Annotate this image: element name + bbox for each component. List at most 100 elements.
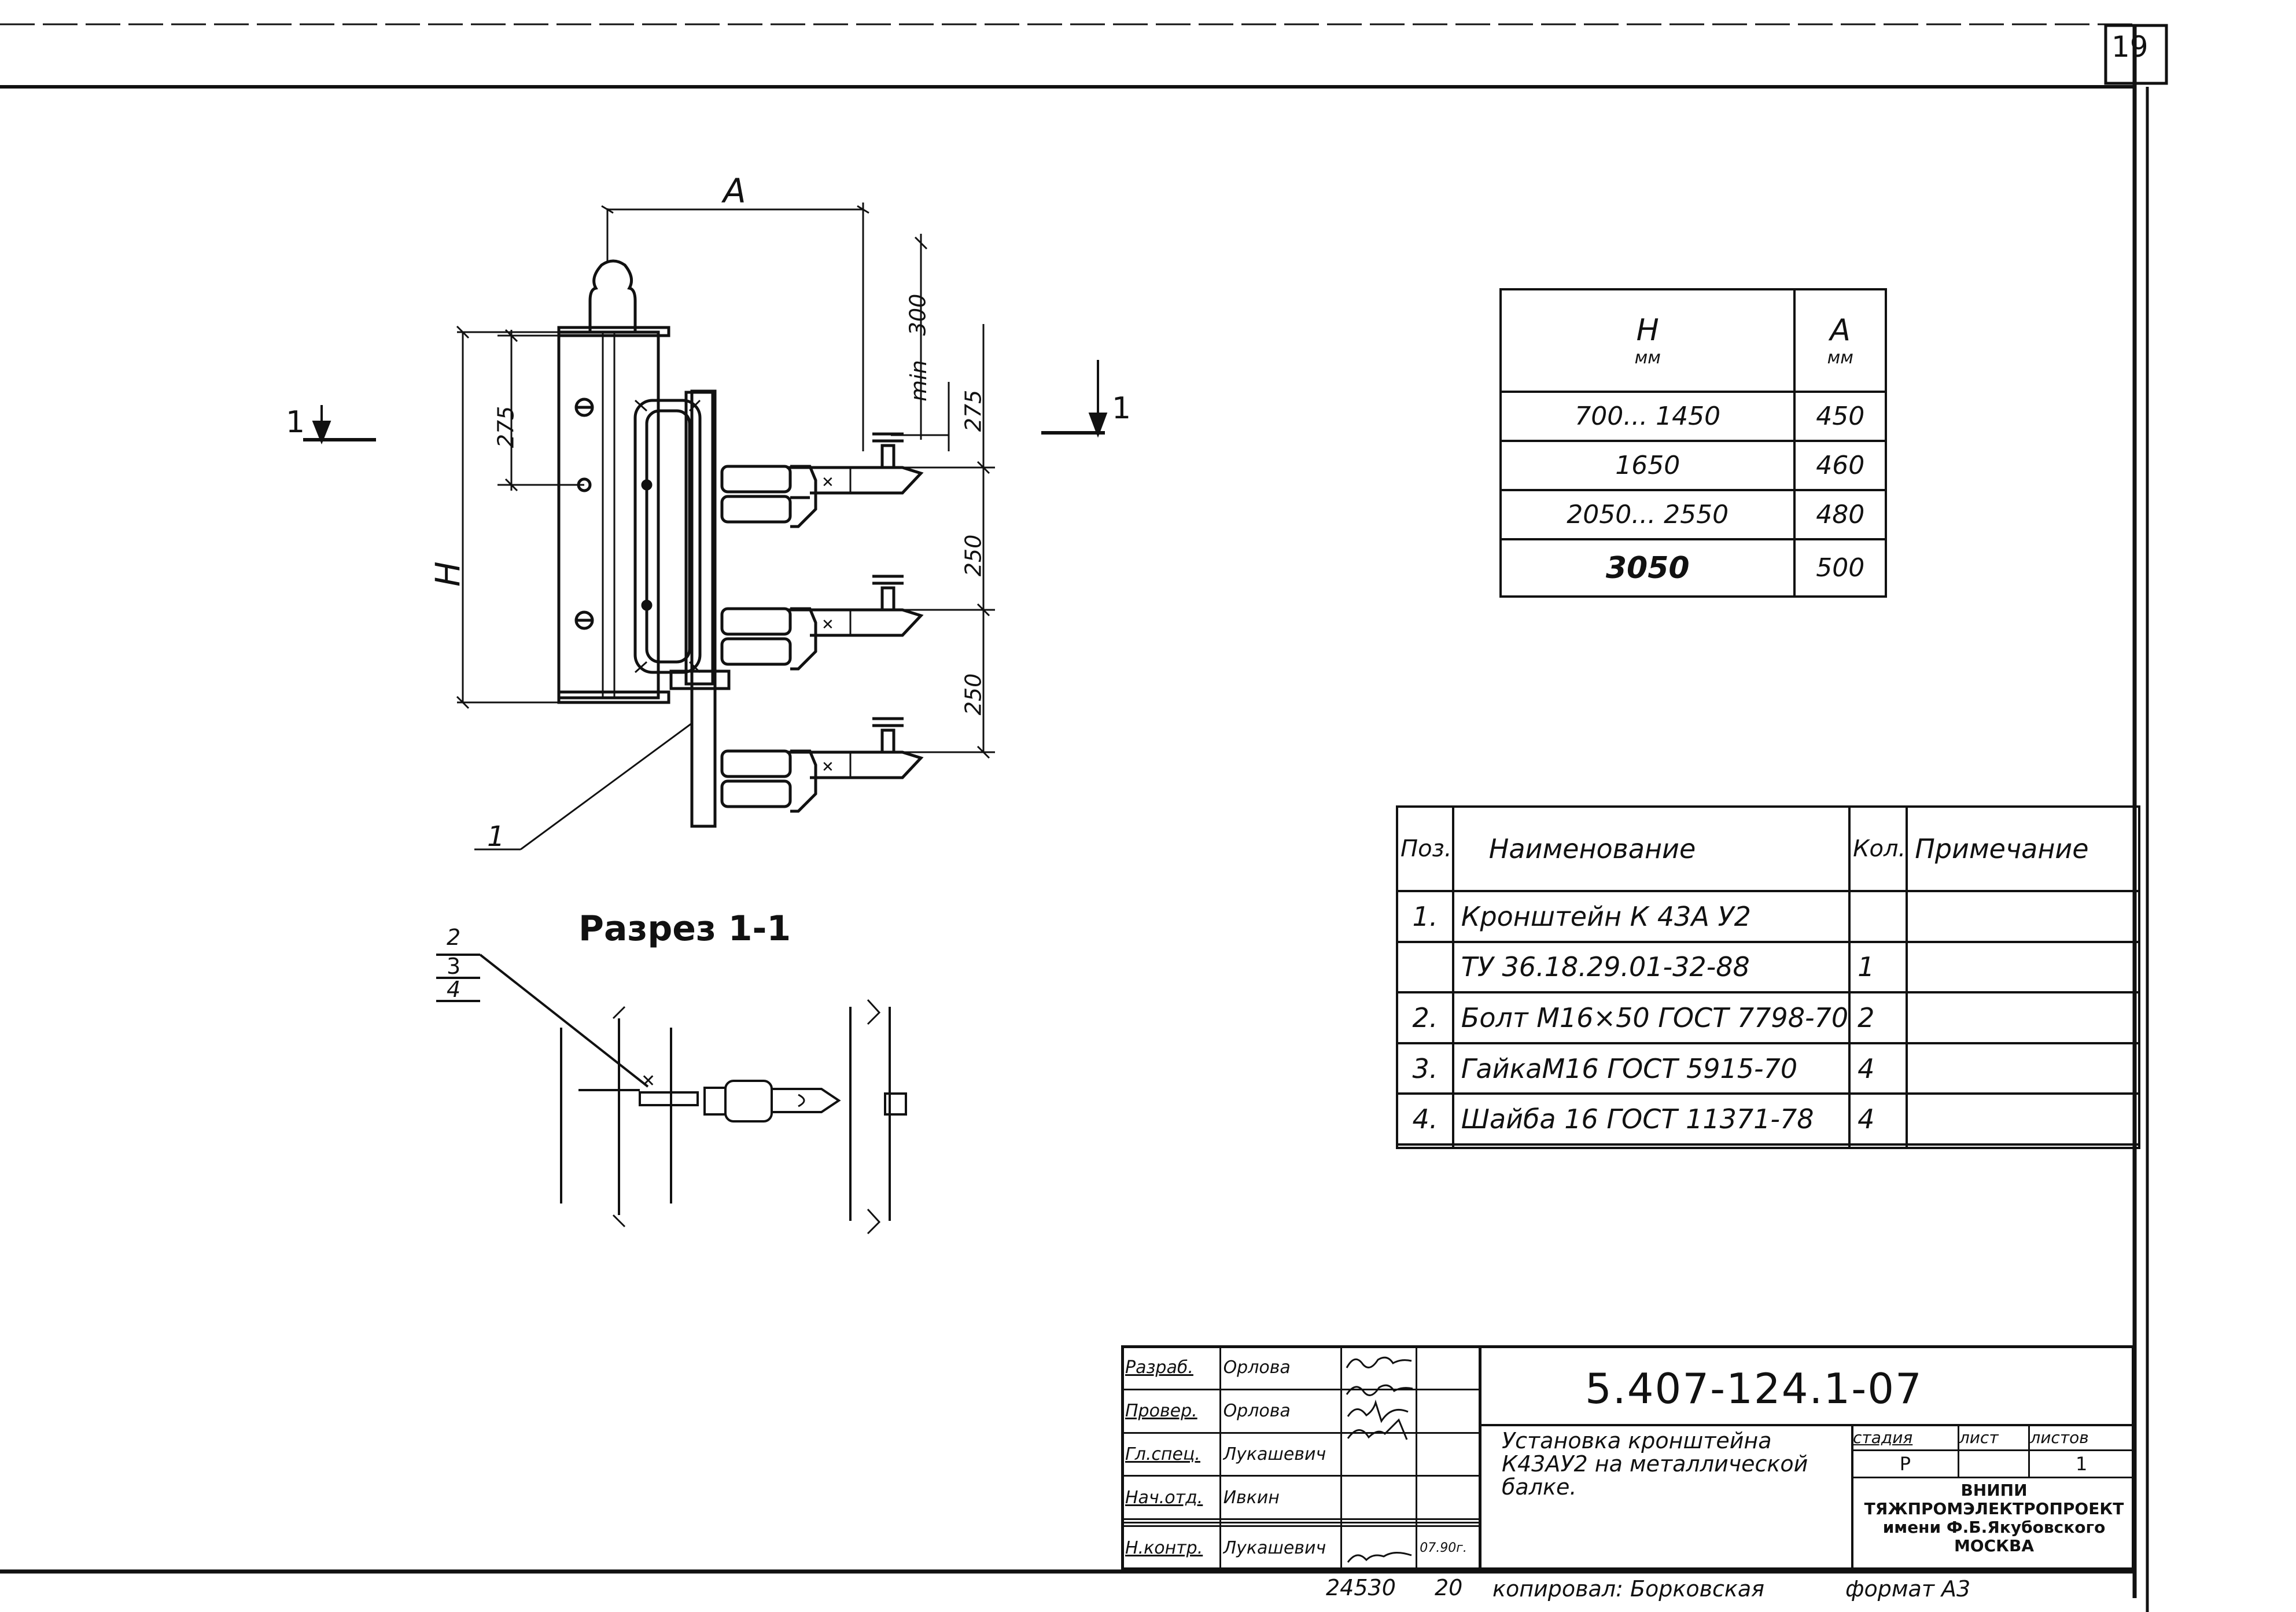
spec-name: ГайкаМ16 ГОСТ 5915-70 xyxy=(1451,1041,1851,1095)
spec-pos xyxy=(1396,940,1454,994)
signer-role: Н.контр. xyxy=(1121,1525,1221,1570)
spec-qty xyxy=(1848,890,1908,943)
ha-cell: 500 xyxy=(1793,538,1887,598)
spec-qty xyxy=(1848,1143,1908,1150)
spec-header-qty: Кол. xyxy=(1848,805,1908,892)
spec-name: Шайба 16 ГОСТ 11371-78 xyxy=(1451,1092,1851,1146)
signer-date xyxy=(1416,1475,1481,1521)
spec-pos: 2. xyxy=(1396,991,1454,1044)
sheet-format: формат А3 xyxy=(1845,1576,1971,1602)
section-mark-right: 1 xyxy=(1112,391,1132,426)
spec-pos xyxy=(1396,1143,1454,1150)
ha-cell: 2050... 2550 xyxy=(1499,489,1796,541)
signer-name: Орлова xyxy=(1219,1345,1343,1390)
ha-cell: 3050 xyxy=(1499,538,1796,598)
spec-note xyxy=(1906,890,2140,943)
sheets-label: листов xyxy=(2028,1424,2135,1451)
signer-name xyxy=(1219,1522,1343,1528)
leader-label-1: 1 xyxy=(487,820,505,853)
spec-pos: 4. xyxy=(1396,1092,1454,1146)
dimension-300-label: 300 xyxy=(905,293,931,336)
title-block-hline xyxy=(1479,1424,2135,1426)
stage-label: стадия xyxy=(1851,1424,1959,1451)
spec-pos: 3. xyxy=(1396,1041,1454,1095)
signatures-table: Разраб.Орлова Провер.Орлова Гл.спец.Лука… xyxy=(1121,1345,1481,1570)
dimension-h-label: Н xyxy=(427,561,467,587)
signer-name: Орлова xyxy=(1219,1388,1343,1434)
spec-note xyxy=(1906,1092,2140,1146)
ha-cell: 1650 xyxy=(1499,440,1796,492)
spec-qty: 2 xyxy=(1848,991,1908,1044)
signature xyxy=(1340,1525,1418,1570)
svg-text:✕: ✕ xyxy=(641,1071,655,1091)
section-view: ✕ xyxy=(436,954,907,1235)
spec-note xyxy=(1906,1143,2140,1150)
section-title: Разрез 1-1 xyxy=(578,908,791,949)
spec-name: ТУ 36.18.29.01-32-88 xyxy=(1451,940,1851,994)
organization: ВНИПИ ТЯЖПРОМЭЛЕКТРОПРОЕКТ имени Ф.Б.Яку… xyxy=(1864,1481,2124,1555)
main-view: ✕ ✕ ✕ xyxy=(557,259,924,828)
section-label-4: 4 xyxy=(447,977,461,1002)
spec-pos: 1. xyxy=(1396,890,1454,943)
svg-text:✕: ✕ xyxy=(821,474,834,491)
signer-role: Нач.отд. xyxy=(1121,1475,1221,1521)
signer-role xyxy=(1121,1518,1221,1524)
ha-cell: 700... 1450 xyxy=(1499,390,1796,443)
dimension-min-label: min xyxy=(905,360,931,402)
inventory-number: 24530 xyxy=(1326,1575,1396,1600)
spec-name: Болт М16×50 ГОСТ 7798-70 xyxy=(1451,991,1851,1044)
signature xyxy=(1340,1518,1418,1524)
ha-cell: 450 xyxy=(1793,390,1887,443)
dimension-275-right-label: 275 xyxy=(960,389,986,432)
signer-name: Лукашевич xyxy=(1219,1431,1343,1477)
section-label-2: 2 xyxy=(447,925,461,950)
signature xyxy=(1340,1522,1418,1528)
signature xyxy=(1340,1345,1418,1390)
spec-note xyxy=(1906,1041,2140,1095)
spec-name: Кронштейн К 43А У2 xyxy=(1451,890,1851,943)
title-block-vline xyxy=(1851,1424,1853,1570)
signer-date xyxy=(1416,1388,1481,1434)
footer-number: 20 xyxy=(1435,1575,1463,1600)
spec-qty: 4 xyxy=(1848,1041,1908,1095)
signer-role xyxy=(1121,1522,1221,1528)
signer-name: Ивкин xyxy=(1219,1475,1343,1521)
signer-date xyxy=(1416,1345,1481,1390)
spec-header-name: Наименование xyxy=(1451,805,1851,892)
dimension-250-top-label: 250 xyxy=(960,534,986,577)
section-label-3: 3 xyxy=(447,954,461,979)
spec-name xyxy=(1451,1143,1851,1150)
svg-text:✕: ✕ xyxy=(821,759,834,776)
signer-date: 07.90г. xyxy=(1416,1525,1481,1570)
ha-cell: 460 xyxy=(1793,440,1887,492)
dimension-250-bottom-label: 250 xyxy=(960,673,986,716)
sheets-value: 1 xyxy=(2028,1449,2135,1478)
signature xyxy=(1340,1431,1418,1477)
copied-by: копировал: Борковская xyxy=(1492,1576,1764,1602)
signer-date xyxy=(1416,1522,1481,1528)
dimension-275-left-label: 275 xyxy=(493,406,519,448)
sheet-number: 19 xyxy=(2111,30,2148,64)
spec-qty: 4 xyxy=(1848,1092,1908,1146)
signer-name xyxy=(1219,1518,1343,1524)
signer-name: Лукашевич xyxy=(1219,1525,1343,1570)
signer-role: Провер. xyxy=(1121,1388,1221,1434)
drawing-description: Установка кронштейна К43АУ2 на металличе… xyxy=(1502,1428,1808,1500)
signer-date xyxy=(1416,1518,1481,1524)
signatures-image xyxy=(1346,1356,1413,1563)
spec-note xyxy=(1906,940,2140,994)
section-markers xyxy=(303,360,1108,445)
dimension-a-label: А xyxy=(723,171,746,211)
spec-qty: 1 xyxy=(1848,940,1908,994)
dimension-lines xyxy=(456,203,995,851)
signature xyxy=(1340,1475,1418,1521)
spec-note xyxy=(1906,991,2140,1044)
signer-role: Гл.спец. xyxy=(1121,1431,1221,1477)
svg-text:✕: ✕ xyxy=(821,616,834,634)
stage-table: стадия лист листов Р 1 xyxy=(1851,1424,2135,1478)
section-mark-left: 1 xyxy=(286,405,305,440)
document-code: 5.407-124.1-07 xyxy=(1585,1364,1923,1413)
